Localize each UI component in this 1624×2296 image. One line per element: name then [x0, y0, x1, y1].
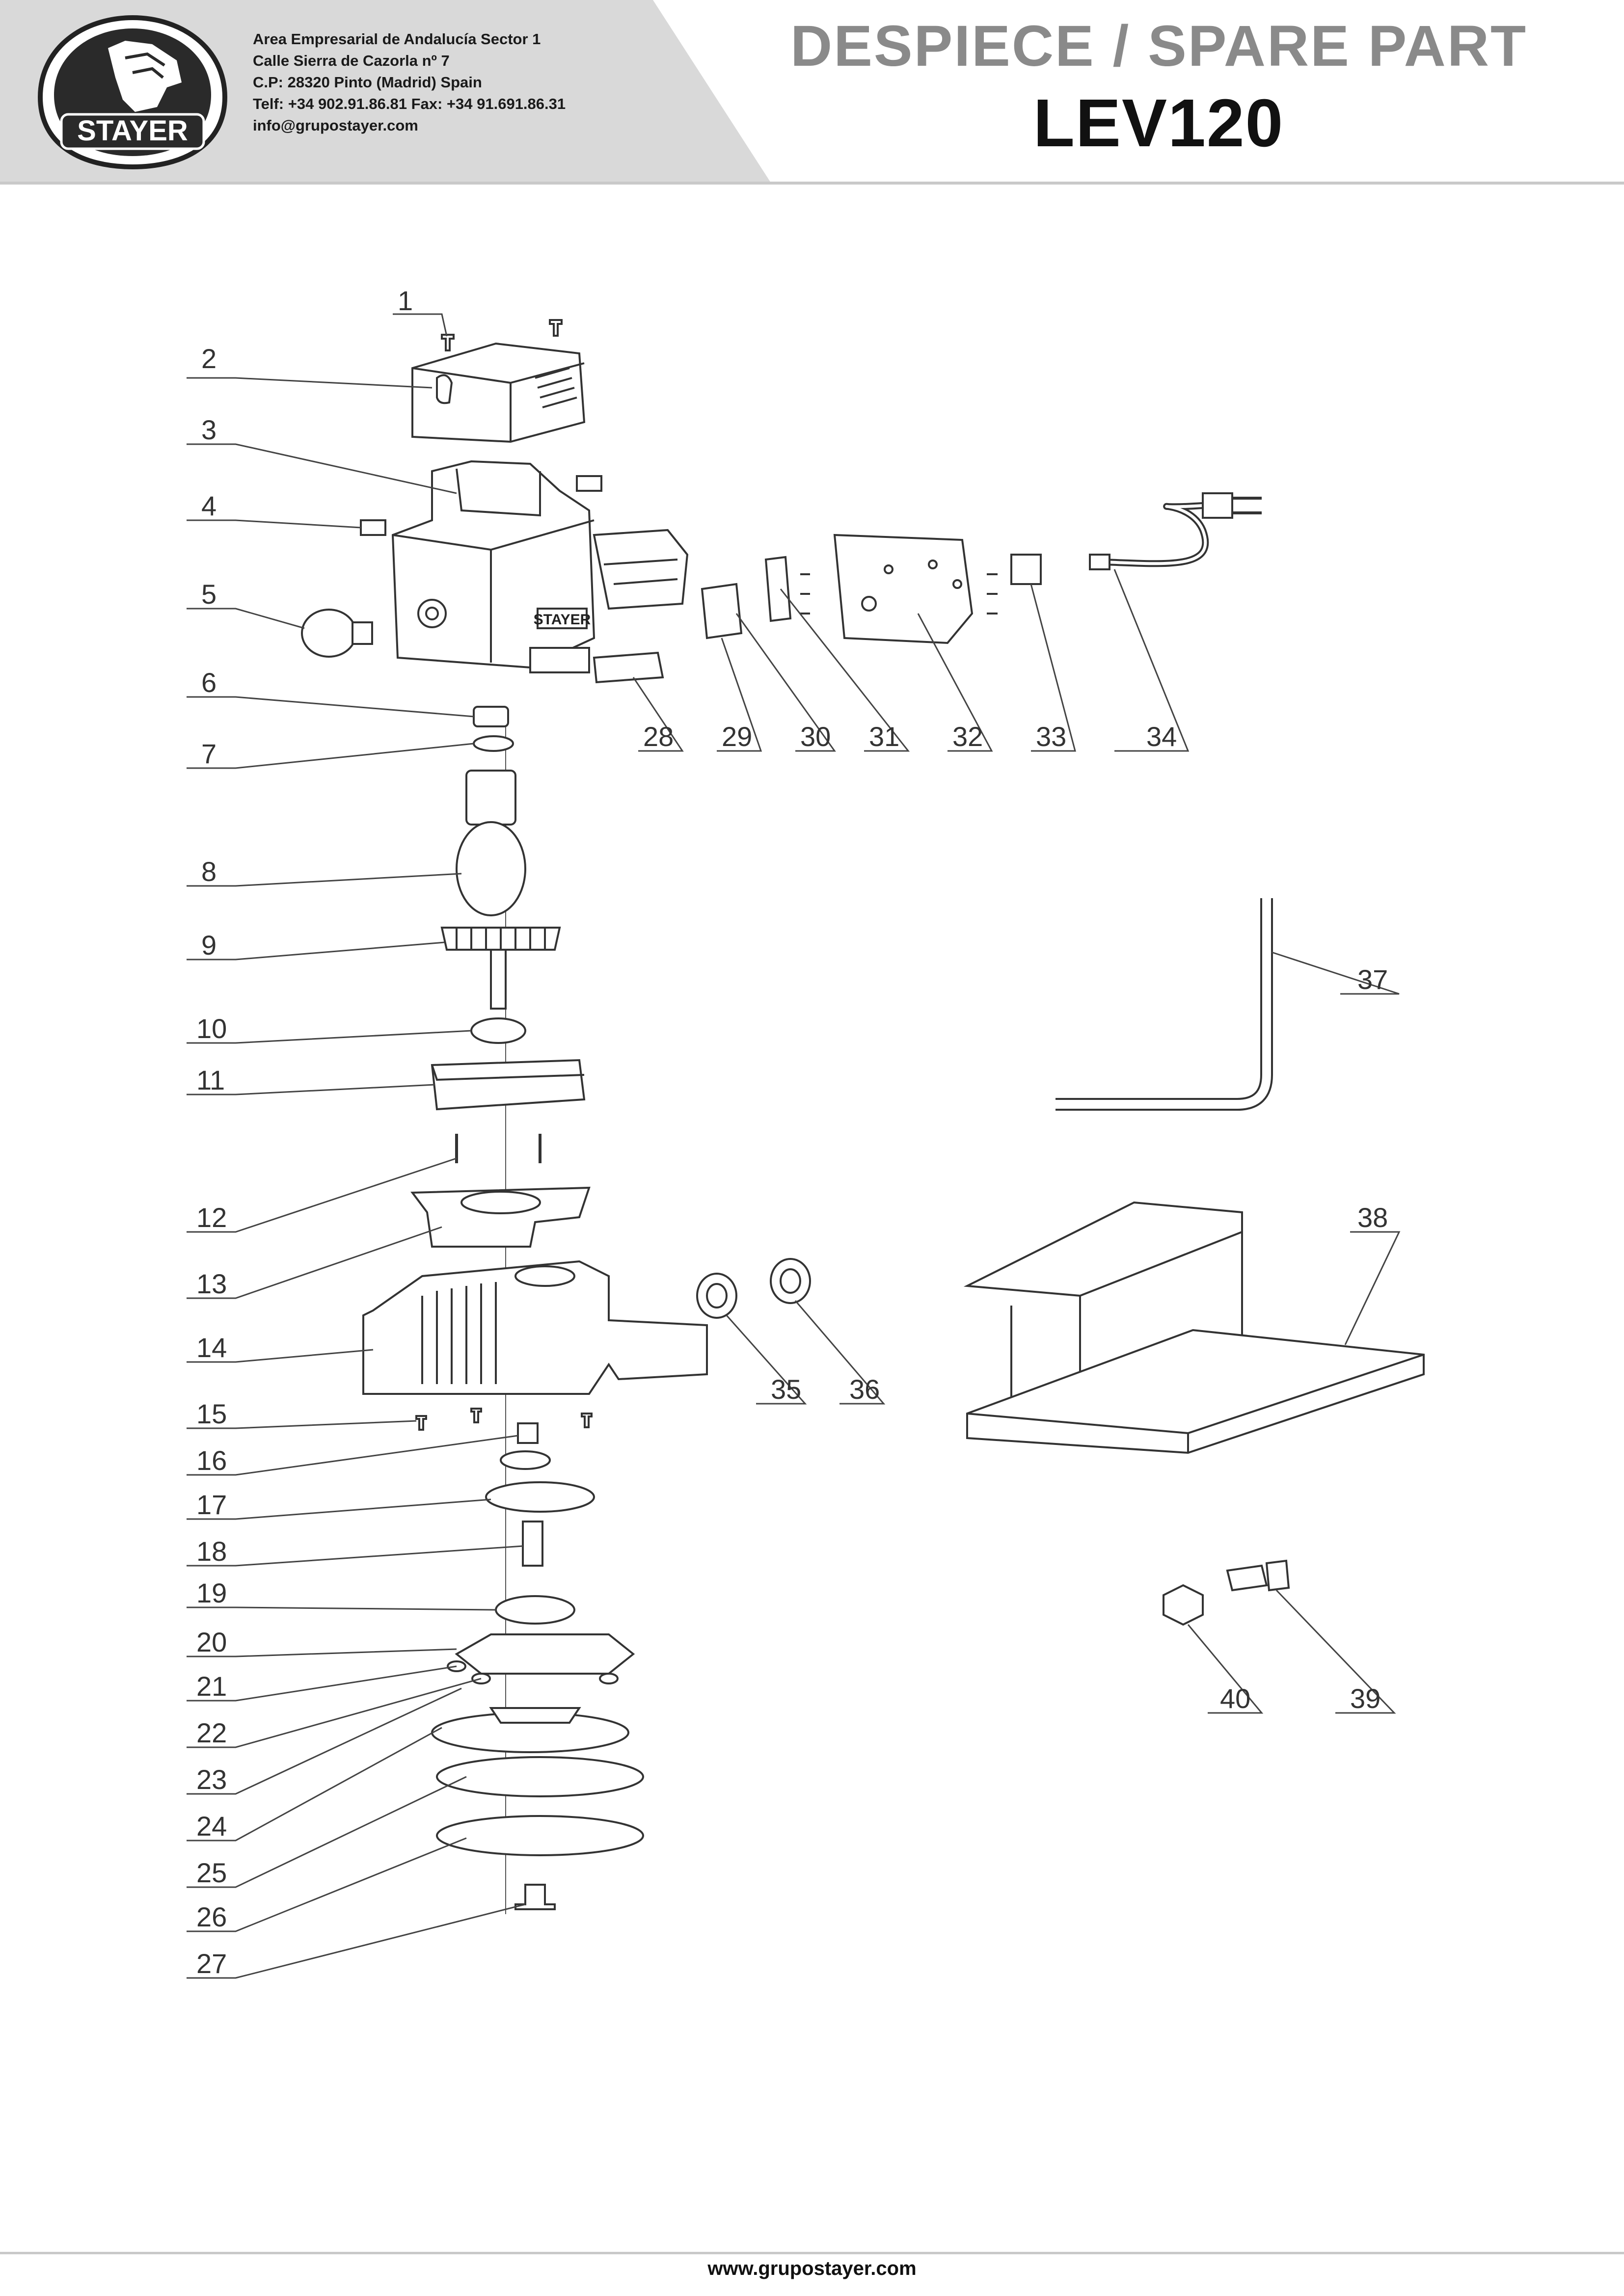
callout-4: 4: [201, 490, 217, 521]
company-address: Area Empresarial de Andalucía Sector 1 C…: [253, 28, 566, 136]
part-28-label: [593, 651, 664, 684]
part-9-fan: [440, 927, 561, 1010]
callout-8: 8: [201, 856, 217, 887]
callout-2: 2: [201, 343, 217, 374]
page-title: DESPIECE / SPARE PART: [790, 14, 1528, 79]
callout-28: 28: [643, 721, 674, 752]
part-27-screw: [514, 1884, 556, 1910]
callout-9: 9: [201, 930, 217, 961]
callout-22: 22: [196, 1717, 227, 1748]
part-39-40-bolt-nut: [1163, 1559, 1290, 1626]
part-33-clamp: [1010, 554, 1042, 585]
part-3-motor-housing: STAYER: [391, 460, 595, 673]
callout-6: 6: [201, 667, 217, 698]
header-divider: [0, 182, 1624, 185]
part-35-36-brush-holders: [696, 1258, 811, 1319]
callout-27: 27: [196, 1948, 227, 1979]
callout-7: 7: [201, 738, 217, 769]
part-38-stand: [963, 1201, 1425, 1454]
callout-29: 29: [722, 721, 752, 752]
callout-38: 38: [1357, 1202, 1388, 1233]
part-25-disc: [436, 1756, 644, 1797]
callout-39: 39: [1350, 1683, 1380, 1714]
callout-31: 31: [869, 721, 899, 752]
part-2-top-cover: [411, 342, 586, 443]
stayer-logo: STAYER: [37, 15, 228, 170]
email-line: info@grupostayer.com: [253, 117, 418, 134]
housing-brand-text: STAYER: [534, 612, 591, 628]
callout-34: 34: [1146, 721, 1177, 752]
callout-24: 24: [196, 1811, 227, 1842]
callout-11: 11: [196, 1065, 225, 1095]
part-10-bearing: [470, 1017, 526, 1044]
callout-16: 16: [196, 1445, 227, 1476]
part-14-base-housing: [362, 1260, 708, 1395]
callout-40: 40: [1220, 1683, 1250, 1714]
callout-13: 13: [196, 1268, 227, 1299]
callout-12: 12: [196, 1202, 227, 1233]
leader-lines: [187, 313, 1401, 1979]
part-5-knob: [301, 609, 373, 658]
part-37-hex-key: [1056, 898, 1273, 1111]
callout-37: 37: [1357, 964, 1388, 995]
callout-18: 18: [196, 1536, 227, 1567]
part-4-clips: [360, 475, 602, 536]
part-8-armature: [456, 770, 526, 916]
callout-26: 26: [196, 1901, 227, 1932]
part-1-screws: [441, 319, 563, 351]
callout-33: 33: [1036, 721, 1066, 752]
callout-14: 14: [196, 1332, 227, 1363]
callout-25: 25: [196, 1857, 227, 1888]
part-32-plate: [833, 534, 998, 644]
part-15-screws: [415, 1408, 593, 1431]
callout-10: 10: [196, 1013, 227, 1044]
callout-19: 19: [196, 1577, 227, 1608]
callout-32: 32: [952, 721, 983, 752]
part-12-13-bracket: [410, 1134, 591, 1248]
footer-divider: [0, 2252, 1624, 2254]
callout-5: 5: [201, 579, 217, 610]
callout-numbers: 1 2 3 4 5 6 7 8 9 10 11 12 13 14 15 16 1…: [196, 285, 1388, 1979]
callout-35: 35: [771, 1374, 801, 1405]
part-6-7-bearings: [473, 706, 514, 752]
callout-1: 1: [398, 285, 413, 316]
callout-21: 21: [196, 1671, 227, 1702]
callout-17: 17: [196, 1489, 227, 1520]
part-20-24-pad: [431, 1633, 635, 1753]
exploded-view-drawing: STAYER: [187, 285, 1425, 1979]
address-line: Telf: +34 902.91.86.81 Fax: +34 91.691.8…: [253, 95, 566, 112]
part-26-disc: [436, 1815, 644, 1856]
callout-15: 15: [196, 1398, 227, 1429]
model-number: LEV120: [1033, 85, 1284, 161]
part-29-31-switch: [593, 529, 810, 640]
footer-url[interactable]: www.grupostayer.com: [707, 2258, 917, 2279]
callout-30: 30: [800, 721, 831, 752]
callout-3: 3: [201, 414, 217, 445]
address-line: Area Empresarial de Andalucía Sector 1: [253, 30, 541, 48]
address-line: Calle Sierra de Cazorla nº 7: [253, 52, 450, 69]
callout-20: 20: [196, 1627, 227, 1657]
part-34-power-cord: [1089, 492, 1262, 570]
address-line: C.P: 28320 Pinto (Madrid) Spain: [253, 74, 482, 91]
part-16-19-spindle: [485, 1422, 595, 1625]
callout-23: 23: [196, 1764, 227, 1795]
callout-36: 36: [849, 1374, 880, 1405]
part-11-ring: [431, 1059, 586, 1111]
logo-text: STAYER: [77, 115, 188, 147]
